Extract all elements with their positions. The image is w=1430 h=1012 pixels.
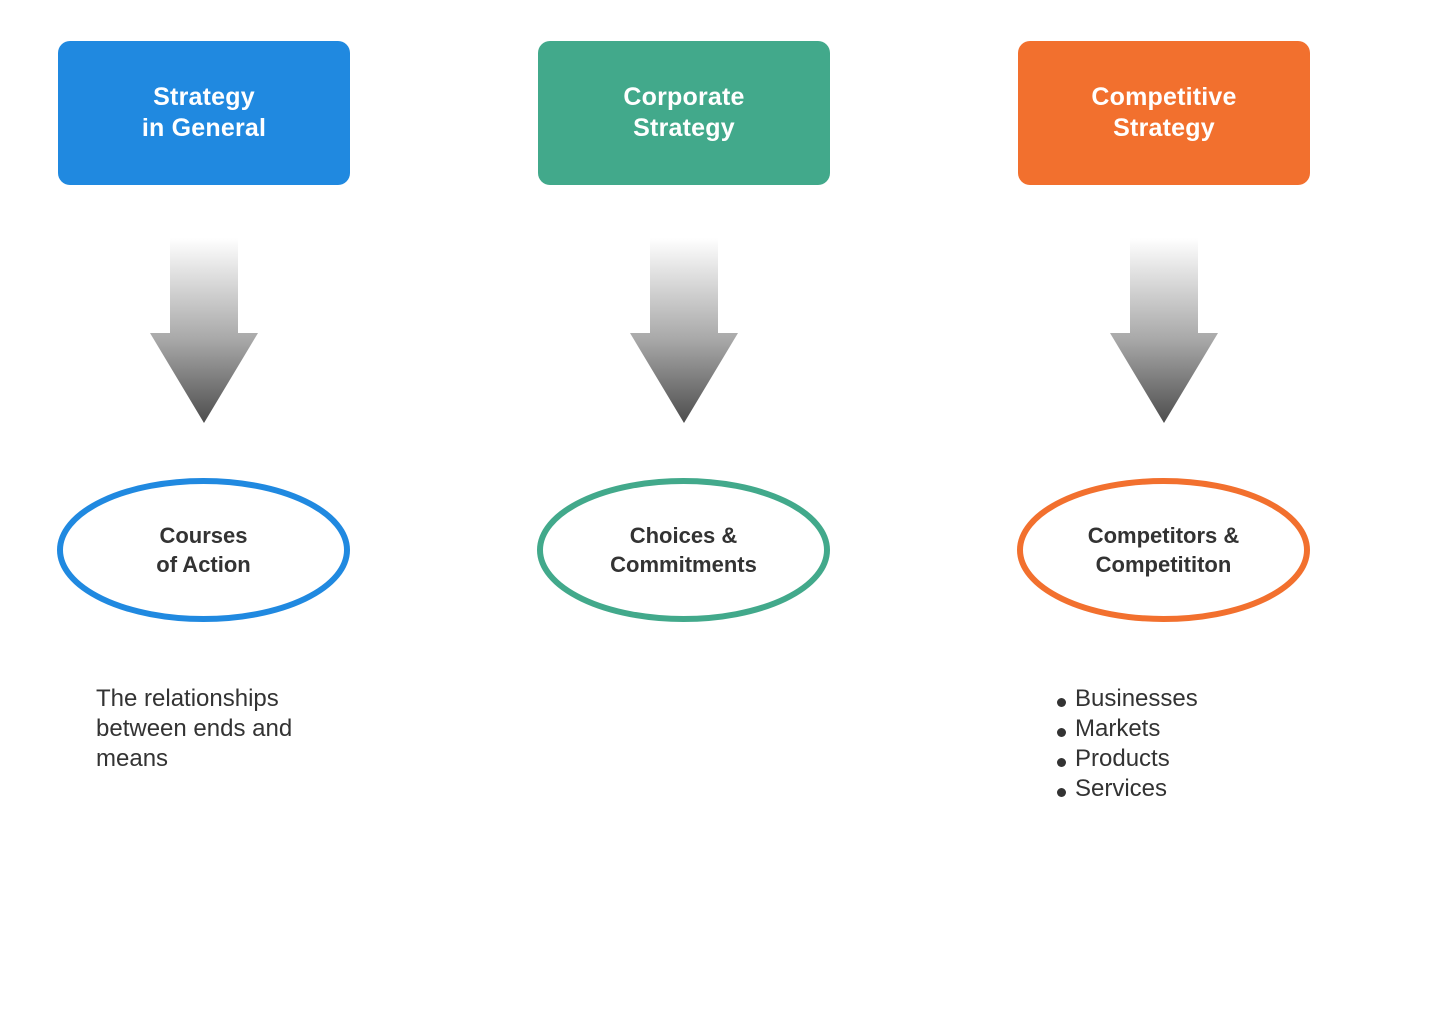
- header-box-label: Strategy in General: [141, 83, 267, 142]
- header-box-corporate-strategy[interactable]: Corporate Strategy: [538, 41, 830, 185]
- header-box-competitive-strategy[interactable]: Competitive Strategy: [1018, 41, 1310, 185]
- header-box-strategy-in-general[interactable]: Strategy in General: [58, 41, 350, 185]
- down-arrow-icon: [1110, 238, 1218, 423]
- notes-corporate-strategy: Businesses Markets Products Services: [1054, 684, 1354, 804]
- ellipse-courses-of-action[interactable]: Courses of Action: [57, 478, 350, 622]
- ellipse-competitors-competition[interactable]: Competitors & Competititon: [1017, 478, 1310, 622]
- header-box-label: Corporate Strategy: [623, 83, 745, 142]
- ellipse-shape: [537, 478, 830, 622]
- down-arrow-icon: [630, 238, 738, 423]
- list-item: Services: [1054, 774, 1354, 804]
- column-strategy-in-general: Strategy in General Courses of Action Th…: [0, 0, 420, 1012]
- notes-strategy-in-general: The relationships between ends and means: [96, 684, 356, 774]
- list-item: Products: [1054, 744, 1354, 774]
- ellipse-label: Competitors & Competititon: [1087, 523, 1240, 577]
- column-competitive-strategy: Competitive Strategy Competitors & Compe…: [960, 0, 1380, 1012]
- header-box-label: Competitive Strategy: [1091, 83, 1237, 142]
- list-item: Markets: [1054, 714, 1354, 744]
- ellipse-shape: [1017, 478, 1310, 622]
- notes-paragraph: The relationships between ends and means: [96, 685, 293, 772]
- bullet-list: Businesses Markets Products Services: [1054, 684, 1354, 804]
- ellipse-label: Choices & Commitments: [610, 523, 757, 577]
- ellipse-label: Courses of Action: [156, 523, 251, 577]
- list-item: Businesses: [1054, 684, 1354, 714]
- ellipse-choices-commitments[interactable]: Choices & Commitments: [537, 478, 830, 622]
- column-corporate-strategy: Corporate Strategy Choices & Commitments: [480, 0, 1198, 1012]
- down-arrow-icon: [150, 238, 258, 423]
- ellipse-shape: [57, 478, 350, 622]
